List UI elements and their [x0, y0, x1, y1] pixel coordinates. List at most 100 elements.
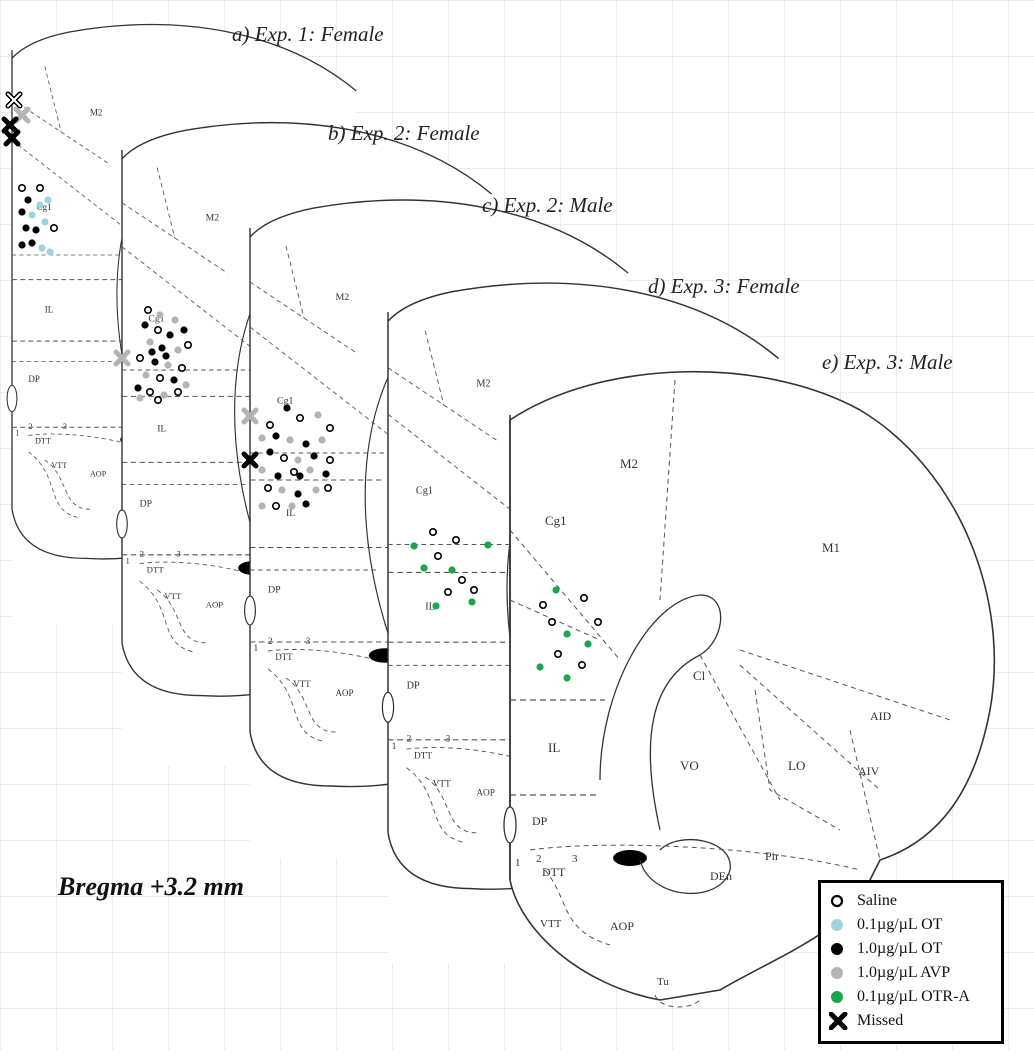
region-label-dtt: DTT [35, 437, 51, 446]
injection-site [484, 541, 492, 549]
injection-site [433, 551, 442, 560]
panel-d-title: d) Exp. 3: Female [648, 274, 800, 298]
region-label-dtt: DTT [147, 564, 165, 574]
region-label-m2: M2 [336, 292, 350, 303]
region-label-2: 2 [536, 853, 542, 865]
region-label-aop: AOP [610, 919, 634, 933]
legend-label: 1.0µg/µL AVP [857, 964, 951, 981]
injection-site [146, 387, 155, 396]
injection-site [41, 218, 49, 226]
injection-site [294, 490, 302, 498]
injection-site [24, 196, 32, 204]
region-label-1: 1 [515, 857, 521, 869]
region-label-1: 1 [126, 556, 130, 566]
region-label-aop: AOP [206, 600, 224, 610]
missed-marker [241, 451, 259, 469]
legend-item-avp: 1.0µg/µL AVP [829, 961, 993, 985]
injection-site [44, 196, 52, 204]
legend-item-otra: 0.1µg/µL OTR-A [829, 985, 993, 1009]
injection-site [46, 248, 54, 256]
injection-site [289, 467, 298, 476]
injection-site [547, 617, 556, 626]
injection-site [136, 353, 145, 362]
injection-site [314, 411, 322, 419]
injection-site [593, 617, 602, 626]
injection-site [174, 387, 183, 396]
region-label-3: 3 [63, 422, 67, 431]
region-label-vtt: VTT [164, 591, 182, 601]
region-label-dp: DP [140, 498, 152, 509]
missed-marker [1, 116, 19, 134]
region-label-lo: LO [788, 758, 805, 773]
region-label-3: 3 [446, 735, 451, 745]
region-label-dp: DP [532, 814, 548, 828]
missed-marker [241, 407, 259, 425]
injection-site [184, 340, 193, 349]
region-label-cg1: Cg1 [545, 513, 567, 528]
region-label-den: DEn [710, 869, 732, 883]
region-label-vtt: VTT [51, 461, 67, 470]
injection-site [312, 486, 320, 494]
injection-site [457, 575, 466, 584]
injection-site [288, 502, 296, 510]
injection-site [164, 361, 172, 369]
injection-site [22, 224, 30, 232]
injection-site [148, 348, 156, 356]
injection-site [553, 649, 562, 658]
injection-site [272, 432, 280, 440]
region-label-vo: VO [680, 758, 699, 773]
legend-label: 0.1µg/µL OTR-A [857, 988, 970, 1005]
injection-site [32, 226, 40, 234]
region-label-il: IL [157, 424, 166, 435]
region-label-2: 2 [268, 636, 273, 646]
injection-site [283, 404, 291, 412]
region-label-dp: DP [268, 585, 281, 596]
injection-site [156, 311, 164, 319]
injection-site [563, 630, 571, 638]
region-label-2: 2 [407, 735, 412, 745]
region-label-vtt: VTT [293, 679, 311, 689]
injection-site [136, 394, 144, 402]
injection-site [322, 470, 330, 478]
region-label-3: 3 [177, 549, 182, 559]
region-label-m1: M1 [822, 540, 840, 555]
region-label-3: 3 [306, 636, 311, 646]
injection-site [432, 602, 440, 610]
injection-site [306, 466, 314, 474]
missed-marker [113, 349, 131, 367]
region-label-aop: AOP [476, 789, 495, 799]
region-label-cg1: Cg1 [148, 314, 164, 325]
region-label-cl: Cl [693, 668, 706, 683]
legend-label: 0.1µg/µL OT [857, 916, 943, 933]
legend-label: 1.0µg/µL OT [857, 940, 943, 957]
injection-site [178, 363, 187, 372]
injection-site [552, 586, 560, 594]
injection-site [142, 371, 150, 379]
region-label-2: 2 [28, 422, 32, 431]
injection-site [279, 453, 288, 462]
region-label-2: 2 [140, 549, 144, 559]
injection-site [310, 452, 318, 460]
injection-site [171, 316, 179, 324]
injection-site [318, 436, 326, 444]
panel-e-title: e) Exp. 3: Male [822, 350, 953, 374]
region-label-m2: M2 [620, 456, 638, 471]
injection-site [154, 325, 163, 334]
injection-site [266, 448, 274, 456]
injection-site [563, 674, 571, 682]
light-blue-dot-icon [831, 919, 843, 931]
injection-site [151, 358, 159, 366]
region-label-vtt: VTT [540, 918, 562, 930]
region-label-dtt: DTT [275, 652, 293, 662]
injection-site [278, 486, 286, 494]
injection-site [154, 395, 163, 404]
injection-site [38, 244, 46, 252]
injection-site [17, 184, 26, 193]
injection-site [286, 436, 294, 444]
injection-site [258, 466, 266, 474]
region-label-dtt: DTT [542, 865, 566, 879]
injection-site [18, 241, 26, 249]
legend-label: Saline [857, 892, 897, 909]
